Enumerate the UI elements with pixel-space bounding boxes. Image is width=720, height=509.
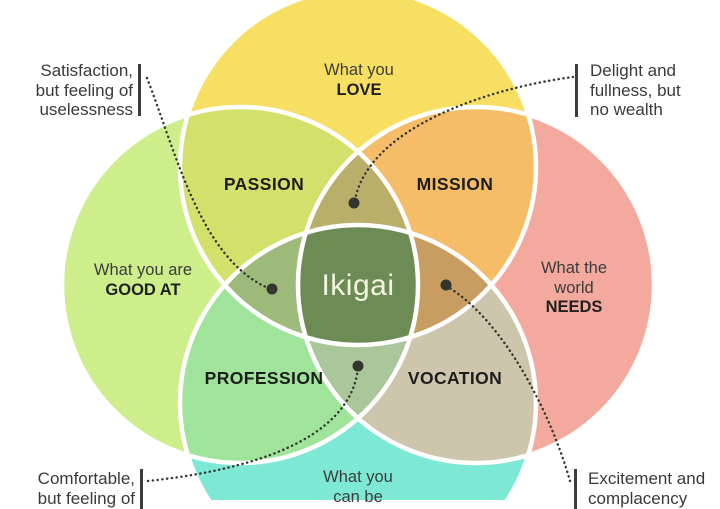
vocation-label: VOCATION — [407, 368, 503, 388]
love-label-line2: LOVE — [336, 80, 382, 99]
annotation-excitement-line1: Excitement and — [588, 469, 706, 488]
annotation-excitement: Excitement and complacency — [588, 469, 705, 508]
annotation-satisfaction-line2: but feeling of — [35, 80, 133, 100]
right-petal-region — [298, 225, 536, 345]
annotation-excitement-line2: complacency — [588, 488, 688, 508]
good-at-label-line1: What you are — [93, 261, 193, 279]
annotation-delight: Delight and fullness, but no wealth — [590, 61, 681, 120]
annotation-delight-line1: Delight and — [590, 61, 677, 80]
top-petal-dot — [348, 197, 360, 209]
passion-label: PASSION — [223, 174, 305, 194]
profession-label: PROFESSION — [204, 368, 324, 388]
good-at-label-line2: GOOD AT — [105, 280, 181, 299]
circle-outlines — [59, 0, 657, 500]
connector-delight — [353, 75, 575, 202]
annotation-comfortable: Comfortable, but feeling of — [15, 469, 135, 508]
bottom-petal-dot — [352, 360, 364, 372]
annotation-comfortable-tick — [140, 469, 143, 509]
annotation-excitement-tick — [574, 469, 577, 509]
intersection-dots — [266, 197, 452, 372]
connector-satisfaction — [145, 76, 270, 290]
annotation-comfortable-line2: but feeling of — [37, 488, 135, 508]
annotation-satisfaction-tick — [138, 64, 141, 116]
annotation-comfortable-line1: Comfortable, — [37, 469, 135, 488]
mission-label: MISSION — [416, 174, 494, 194]
top-petal-region — [298, 107, 418, 345]
annotation-delight-line2: fullness, but — [590, 80, 681, 100]
paid-for-label-line2: can be — [333, 487, 383, 506]
needs-label-line3: NEEDS — [545, 298, 603, 316]
needs-label-line2: world — [554, 278, 594, 297]
annotation-satisfaction-line3: uselessness — [39, 100, 133, 119]
annotation-delight-line3: no wealth — [590, 100, 663, 119]
left-petal-dot — [266, 283, 278, 295]
good-at-label: What you are GOOD AT — [94, 261, 192, 300]
needs-label: What the world NEEDS — [541, 259, 607, 318]
love-label-line1: What you — [324, 61, 394, 79]
right-petal-dot — [440, 279, 452, 291]
annotation-satisfaction: Satisfaction, but feeling of uselessness — [13, 61, 133, 120]
left-petal-region — [180, 225, 418, 345]
love-label: What you LOVE — [324, 61, 394, 100]
connector-excitement — [446, 285, 572, 483]
annotation-delight-tick — [575, 64, 578, 117]
bottom-petal-region — [298, 225, 418, 463]
paid-for-label: What you can be — [323, 468, 393, 507]
needs-label-line1: What the — [540, 259, 608, 277]
paid-for-label-line1: What you — [323, 468, 393, 486]
annotation-satisfaction-line1: Satisfaction, — [40, 61, 133, 80]
ikigai-center-label: Ikigai — [321, 269, 395, 302]
